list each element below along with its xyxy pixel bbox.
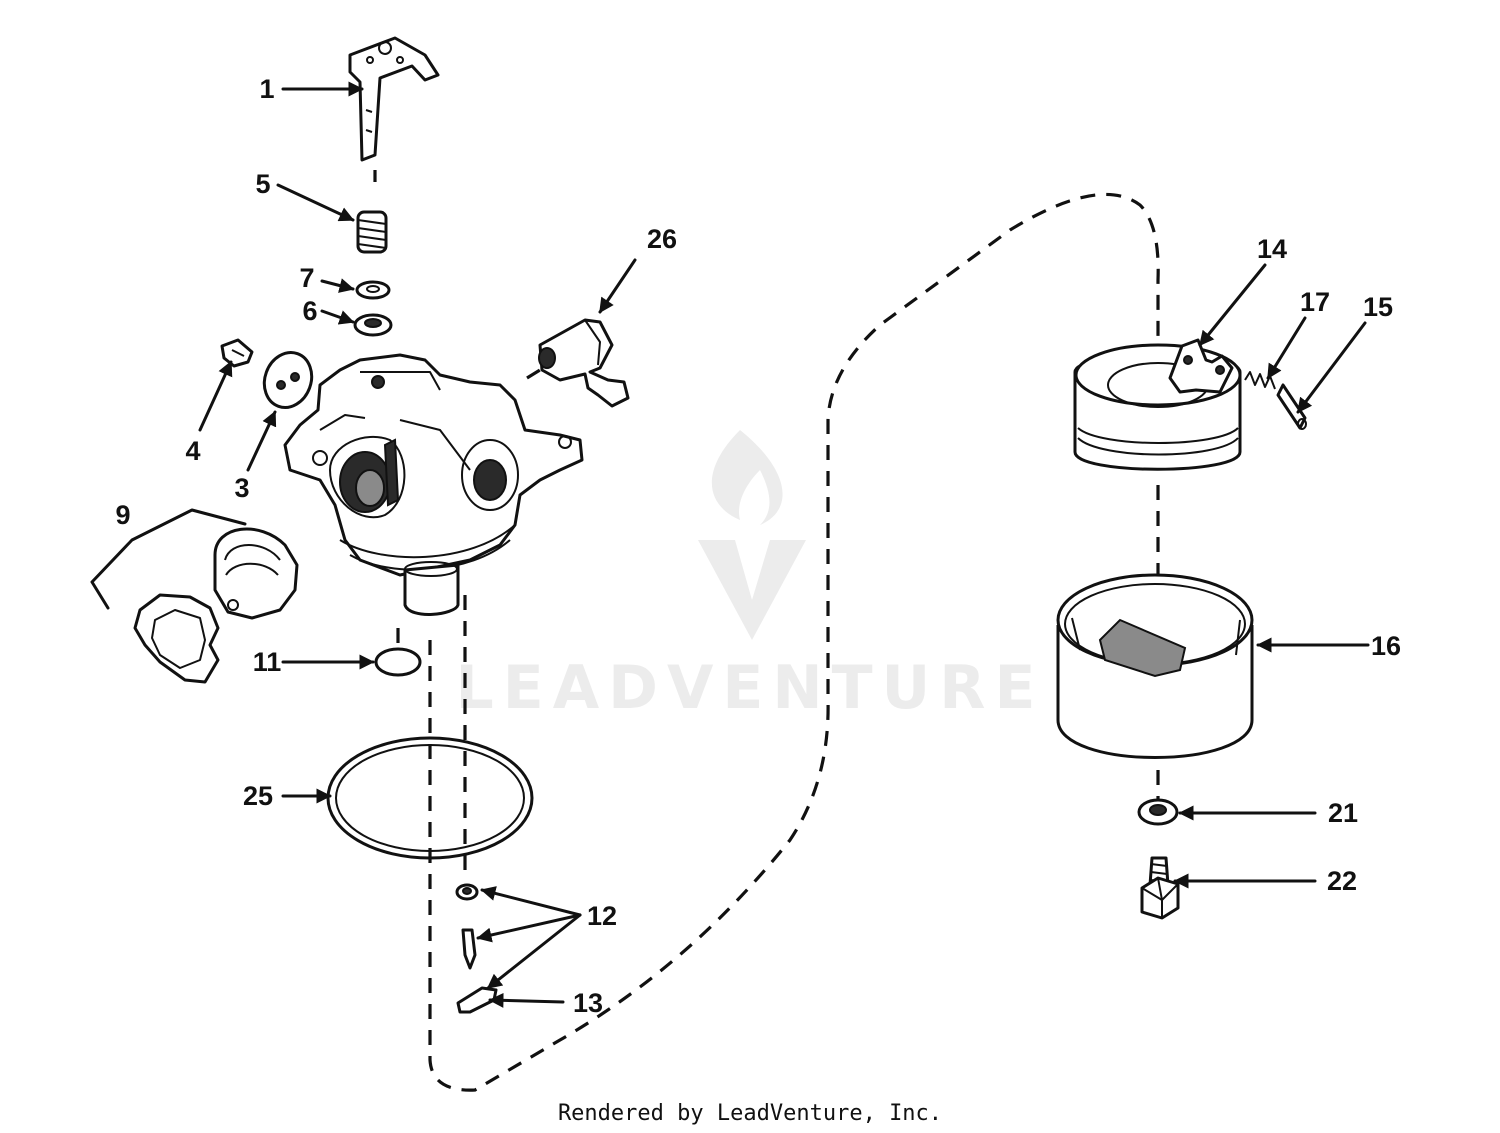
part-6-seal xyxy=(353,313,393,337)
callout-13: 13 xyxy=(573,988,603,1018)
part-9-bracket xyxy=(90,508,247,610)
part-3-plate xyxy=(262,351,314,409)
assembly-lines xyxy=(373,170,1160,1092)
part-9-primer-assembly xyxy=(133,527,299,684)
callout-15: 15 xyxy=(1363,292,1393,322)
callout-21: 21 xyxy=(1328,798,1358,828)
part-7-washer xyxy=(355,280,391,300)
part-12-jet-parts xyxy=(455,883,479,970)
callout-1: 1 xyxy=(259,74,274,104)
part-16-float-bowl xyxy=(1056,573,1254,759)
part-5-spring xyxy=(356,210,388,254)
callout-17: 17 xyxy=(1300,287,1330,317)
callout-labels: 1 5 7 6 4 3 26 9 11 25 12 13 14 17 15 16… xyxy=(115,74,1401,1018)
part-14-hinge-bracket xyxy=(1168,338,1234,394)
callout-26: 26 xyxy=(647,224,677,254)
leader-arrows xyxy=(90,81,1370,1008)
callout-9: 9 xyxy=(115,500,130,530)
flame-logo xyxy=(698,430,806,640)
footer-credit: Rendered by LeadVenture, Inc. xyxy=(558,1101,942,1126)
callout-5: 5 xyxy=(255,169,270,199)
part-15-pin xyxy=(1276,383,1307,430)
callout-11: 11 xyxy=(253,647,282,677)
dashed-loop-line xyxy=(428,192,1160,1092)
callout-6: 6 xyxy=(302,296,317,326)
callout-14: 14 xyxy=(1257,234,1287,264)
callout-12: 12 xyxy=(587,901,617,931)
valve-axis-line xyxy=(526,368,541,380)
leadventure-watermark: LEADVENTURE xyxy=(456,430,1045,723)
callout-16: 16 xyxy=(1371,631,1401,661)
carburetor-body xyxy=(283,353,584,616)
callout-4: 4 xyxy=(185,436,200,466)
callout-7: 7 xyxy=(299,263,314,293)
part-26-valve-elbow xyxy=(538,318,630,408)
watermark-text: LEADVENTURE xyxy=(456,653,1045,723)
callout-22: 22 xyxy=(1327,866,1357,896)
part-21-washer xyxy=(1137,798,1179,826)
part-22-bolt xyxy=(1140,856,1180,920)
callout-3: 3 xyxy=(234,473,249,503)
part-4-screw xyxy=(220,338,254,368)
callout-25: 25 xyxy=(243,781,273,811)
part-1-throttle-bracket xyxy=(348,36,440,162)
part-11-plug xyxy=(374,647,422,677)
